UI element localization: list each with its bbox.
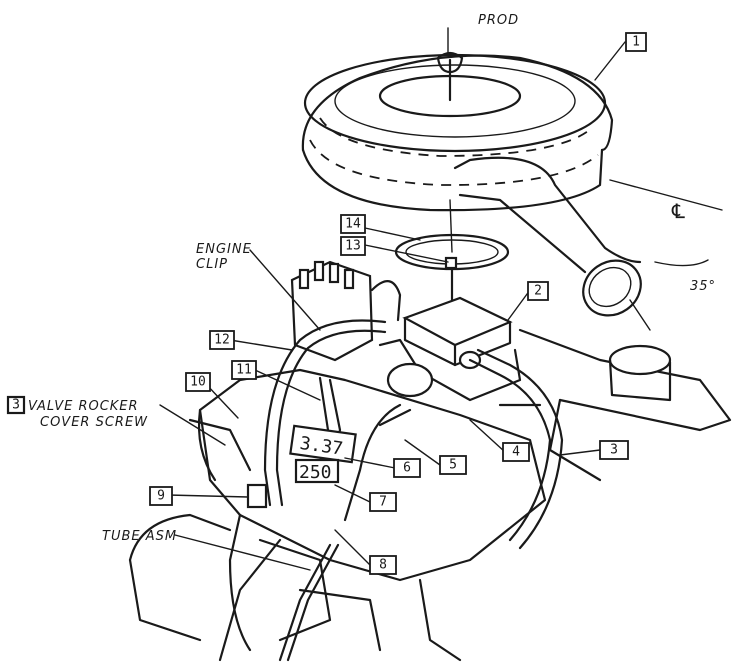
centerline-construction: ℄ 35° xyxy=(609,179,723,331)
stamp-250: 250 xyxy=(299,462,332,483)
engine-displacement-stamp: 3.37 250 xyxy=(289,424,357,484)
svg-text:6: 6 xyxy=(403,461,411,476)
svg-text:11: 11 xyxy=(236,363,252,378)
svg-text:3: 3 xyxy=(610,443,618,458)
svg-text:5: 5 xyxy=(449,458,457,473)
centerline-symbol: ℄ xyxy=(671,199,685,223)
callout-14: 14 xyxy=(340,214,366,234)
callout-7: 7 xyxy=(369,492,397,512)
tube-asm-label: TUBE ASM xyxy=(102,529,177,544)
valve-rocker-label-line1: VALVE ROCKER xyxy=(28,399,139,414)
leader-lines xyxy=(159,27,626,571)
svg-text:8: 8 xyxy=(379,558,387,573)
engine-clip-label-line2: CLIP xyxy=(196,257,228,272)
callout-10: 10 xyxy=(185,372,211,392)
callout-1: 1 xyxy=(625,32,647,52)
callout-3: 3 xyxy=(599,440,629,460)
engine-block xyxy=(128,328,732,662)
engine-clip-label-line1: ENGINE xyxy=(196,242,252,257)
carburetor xyxy=(378,296,522,402)
svg-text:4: 4 xyxy=(512,445,520,460)
callout-2: 2 xyxy=(527,281,549,301)
svg-text:13: 13 xyxy=(345,239,361,254)
prod-label: PROD xyxy=(478,13,519,28)
svg-text:9: 9 xyxy=(157,489,165,504)
svg-text:14: 14 xyxy=(345,217,361,232)
svg-text:10: 10 xyxy=(190,375,206,390)
callout-12: 12 xyxy=(209,330,235,350)
svg-text:7: 7 xyxy=(379,495,387,510)
angle-label: 35° xyxy=(690,279,716,294)
callout-5: 5 xyxy=(439,455,467,475)
callout-13: 13 xyxy=(340,236,366,256)
distributor xyxy=(290,260,402,362)
valve-rocker-callout-number: 3 xyxy=(12,398,20,413)
callout-6: 6 xyxy=(393,458,421,478)
svg-text:1: 1 xyxy=(632,35,640,50)
callout-11: 11 xyxy=(231,360,257,380)
callout-8: 8 xyxy=(369,555,397,575)
air-cleaner-assembly xyxy=(301,51,642,317)
valve-rocker-label-line2: COVER SCREW xyxy=(40,415,148,430)
svg-text:2: 2 xyxy=(534,284,542,299)
callout-4: 4 xyxy=(502,442,530,462)
valve-rocker-cover-screw-label: 3 VALVE ROCKER COVER SCREW xyxy=(6,395,148,430)
callout-9: 9 xyxy=(149,486,173,506)
svg-text:12: 12 xyxy=(214,333,230,348)
